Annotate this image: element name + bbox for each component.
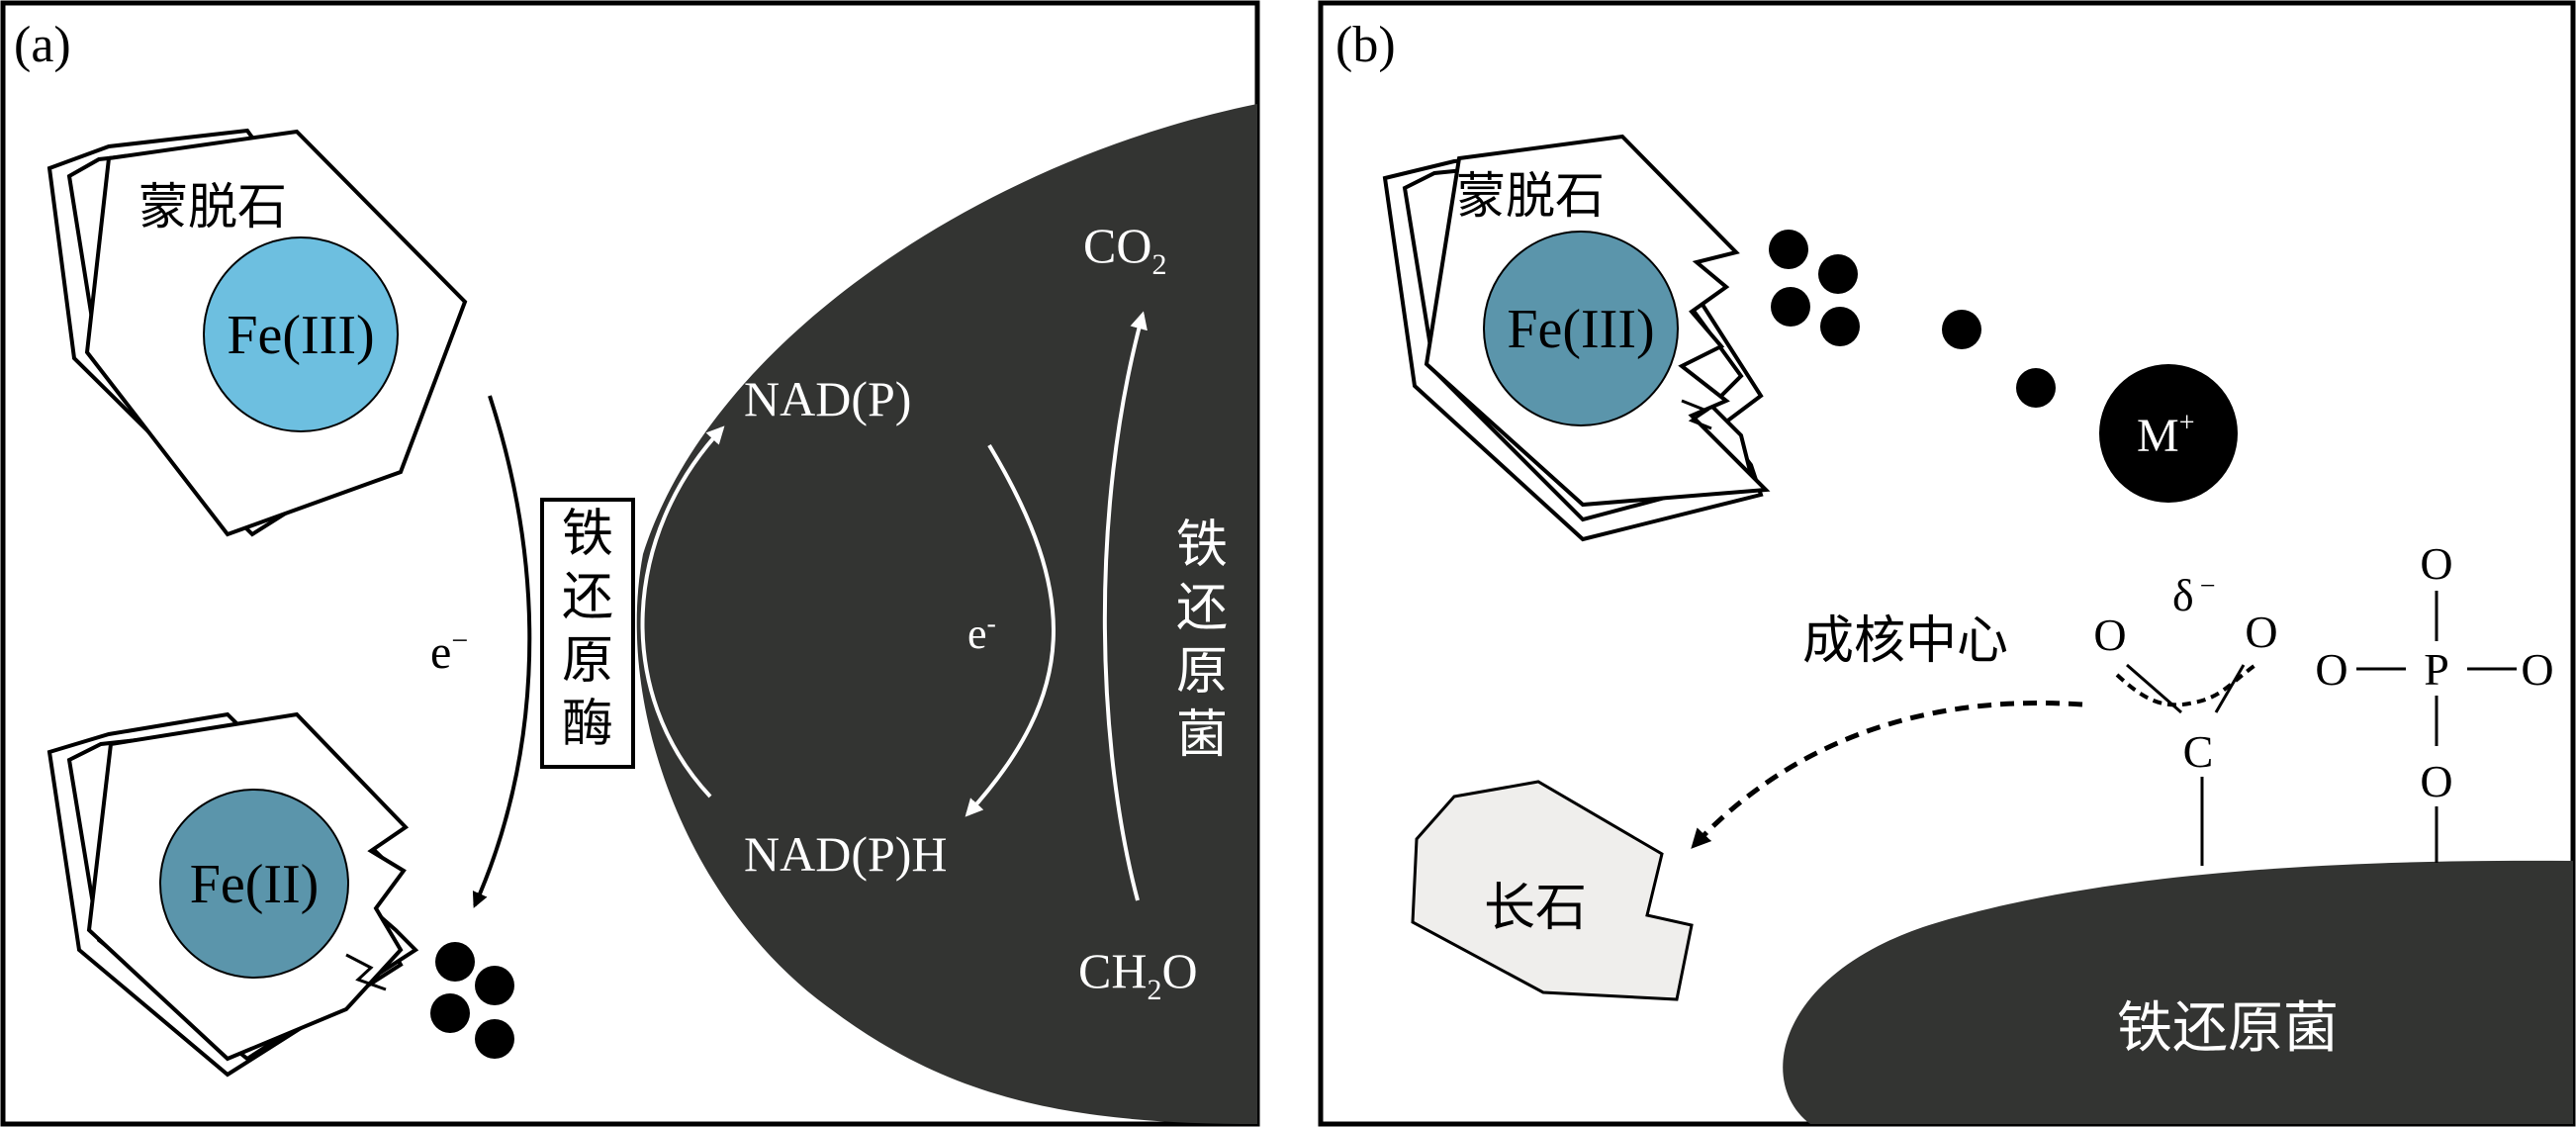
iron-particle <box>430 993 470 1033</box>
montmorillonite-top-a: 蒙脱石 Fe(III) <box>46 128 468 537</box>
phosphate-p: P <box>2424 644 2449 695</box>
iron-particle <box>1820 307 1860 346</box>
fe2-circle-a <box>159 789 349 979</box>
enzyme-char-3: 原 <box>562 633 613 690</box>
nucleation-arrow <box>1691 700 2083 849</box>
iron-particle <box>475 1019 514 1059</box>
iron-particles-b <box>1769 230 2056 408</box>
delta-label: δ− <box>2172 570 2215 620</box>
phosphate-o-top: O <box>2420 538 2452 589</box>
enzyme-char-2: 还 <box>562 570 613 626</box>
bacteria-char-1: 铁 <box>1176 517 1228 574</box>
phosphate-o-bottom: O <box>2420 756 2452 806</box>
bacteria-char-3: 原 <box>1176 644 1228 701</box>
carboxyl-c: C <box>2183 726 2214 777</box>
fe3-label-b: Fe(III) <box>1507 299 1654 360</box>
iron-particle <box>475 966 514 1005</box>
fe3-label-a: Fe(III) <box>227 305 374 366</box>
iron-particle <box>435 942 475 982</box>
bacteria-cell-b <box>1783 860 2573 1124</box>
electron-label-a: e− <box>430 624 468 679</box>
nadph-label: NAD(P)H <box>744 826 948 882</box>
enzyme-char-4: 酶 <box>562 697 613 753</box>
carboxyl-o-right: O <box>2245 607 2277 657</box>
ch2o-label: CH2O <box>1078 943 1198 1006</box>
iron-particle <box>1818 254 1858 294</box>
feldspar-label: 长石 <box>1484 881 1587 937</box>
panel-b: (b) 蒙脱石 Fe(III) M+ 成核中心 长石 <box>1318 0 2576 1127</box>
phosphate-o-left: O <box>2315 644 2347 695</box>
fe2-label-a: Fe(II) <box>190 854 320 915</box>
iron-particle <box>1769 230 1808 269</box>
nadp-reduction-arrow <box>965 443 1056 817</box>
bacteria-cell-a <box>636 104 1257 1124</box>
iron-particle <box>2016 368 2056 408</box>
electron-transfer-arrow <box>472 395 532 908</box>
iron-reductase-box: 铁 还 原 酶 <box>540 498 635 769</box>
feldspar-crystal <box>1411 780 1694 1001</box>
montmorillonite-label-b: 蒙脱石 <box>1456 168 1605 224</box>
phosphate-group: O O P O O <box>2315 538 2554 863</box>
montmorillonite-b: 蒙脱石 Fe(III) <box>1382 134 1771 542</box>
carboxyl-group: δ− O O C <box>2093 570 2278 866</box>
panel-b-label: (b) <box>1335 17 1396 73</box>
fe3-circle-a <box>203 236 399 432</box>
enzyme-char-1: 铁 <box>562 507 613 563</box>
nadp-oxidation-arrow <box>640 425 725 798</box>
metal-cation <box>2099 364 2238 503</box>
carboxyl-o-left: O <box>2093 610 2126 660</box>
ch2o-oxidation-arrow <box>1102 311 1148 901</box>
iron-particles-a <box>430 942 514 1059</box>
bacteria-char-2: 还 <box>1176 581 1228 637</box>
iron-particle <box>1942 310 1981 349</box>
montmorillonite-label-a: 蒙脱石 <box>138 179 287 235</box>
co2-label: CO2 <box>1083 218 1166 281</box>
fe3-circle-b <box>1483 231 1679 426</box>
iron-reducing-bacteria-label-b: 铁还原菌 <box>2117 998 2339 1060</box>
bacteria-char-4: 菌 <box>1176 707 1228 764</box>
nadp-label: NAD(P) <box>744 371 911 426</box>
iron-reducing-bacteria-label-a: 铁 还 原 菌 <box>1176 517 1228 764</box>
iron-particle <box>1771 287 1810 327</box>
nucleation-center-label: 成核中心 <box>1802 613 2008 670</box>
metal-cation-label: M+ <box>2137 408 2194 462</box>
panel-a-label: (a) <box>14 17 71 73</box>
panel-a: (a) 蒙脱石 Fe(III) Fe(II) e− <box>0 0 1260 1127</box>
montmorillonite-bottom-a: Fe(II) <box>46 711 419 1078</box>
phosphate-o-right: O <box>2521 644 2553 695</box>
electron-label-a2: e- <box>967 609 996 658</box>
